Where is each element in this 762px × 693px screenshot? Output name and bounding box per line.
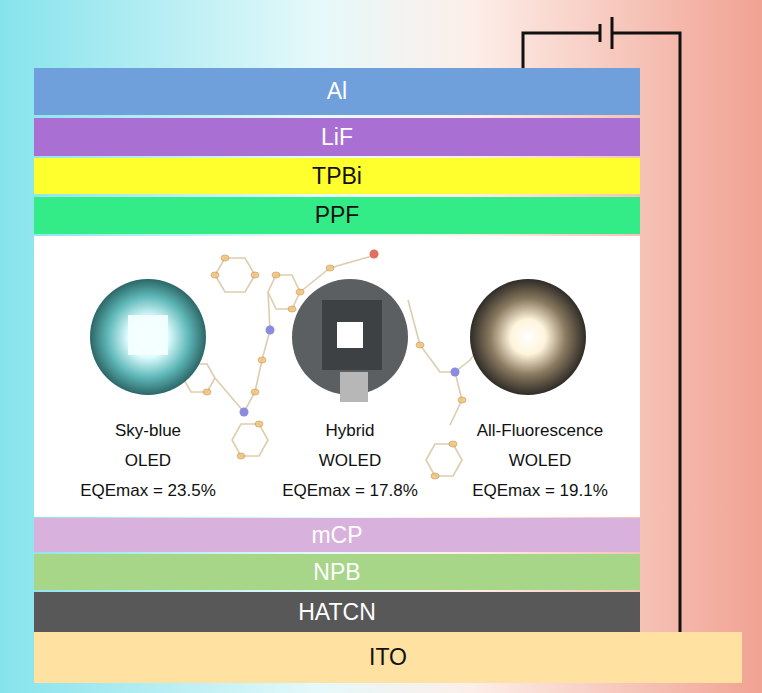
nitrogen-atom xyxy=(451,368,460,377)
layer-label: NPB xyxy=(313,559,360,586)
injection-layer: HATCN xyxy=(34,592,640,632)
nitrogen-atom xyxy=(240,408,249,417)
device-caption: Hybrid WOLEDEQEmax = 17.8% xyxy=(246,416,454,506)
device-name: Hybrid WOLED xyxy=(300,416,400,476)
oxygen-atom xyxy=(370,250,379,259)
device-photo xyxy=(90,279,206,395)
layer-label: Al xyxy=(327,78,347,105)
layer-label: ITO xyxy=(369,644,407,671)
efficiency-value: EQEmax = 17.8% xyxy=(246,476,454,506)
layer-label: mCP xyxy=(311,522,362,549)
efficiency-value: EQEmax = 23.5% xyxy=(44,476,252,506)
layer-label: TPBi xyxy=(312,163,362,190)
device-name: All-Fluorescence WOLED xyxy=(455,416,625,476)
device-photo-detail xyxy=(322,300,382,370)
device-caption: All-Fluorescence WOLEDEQEmax = 19.1% xyxy=(436,416,644,506)
battery-symbol xyxy=(600,17,612,49)
transport-layer: NPB xyxy=(34,554,640,590)
molecule-structure xyxy=(183,256,482,476)
device-name: Sky-blue OLED xyxy=(98,416,198,476)
layer-label: PPF xyxy=(315,202,360,229)
atom-dots xyxy=(187,255,486,479)
anode-layer: ITO xyxy=(34,632,742,683)
layer-label: LiF xyxy=(321,124,353,151)
injection-layer: LiF xyxy=(34,118,640,156)
efficiency-value: EQEmax = 19.1% xyxy=(436,476,644,506)
device-photo xyxy=(470,279,586,395)
emissive-layer-ground xyxy=(34,236,640,517)
device-photo-detail xyxy=(340,372,368,402)
blocking-layer: PPF xyxy=(34,197,640,234)
device-photo-glow xyxy=(128,315,168,355)
host-layer: mCP xyxy=(34,518,640,552)
layer-label: HATCN xyxy=(298,599,376,626)
nitrogen-atom xyxy=(266,326,275,335)
device-photo-glow xyxy=(337,322,363,348)
electrode-layer: Al xyxy=(34,68,640,115)
transport-layer: TPBi xyxy=(34,158,640,194)
device-caption: Sky-blue OLEDEQEmax = 23.5% xyxy=(44,416,252,506)
